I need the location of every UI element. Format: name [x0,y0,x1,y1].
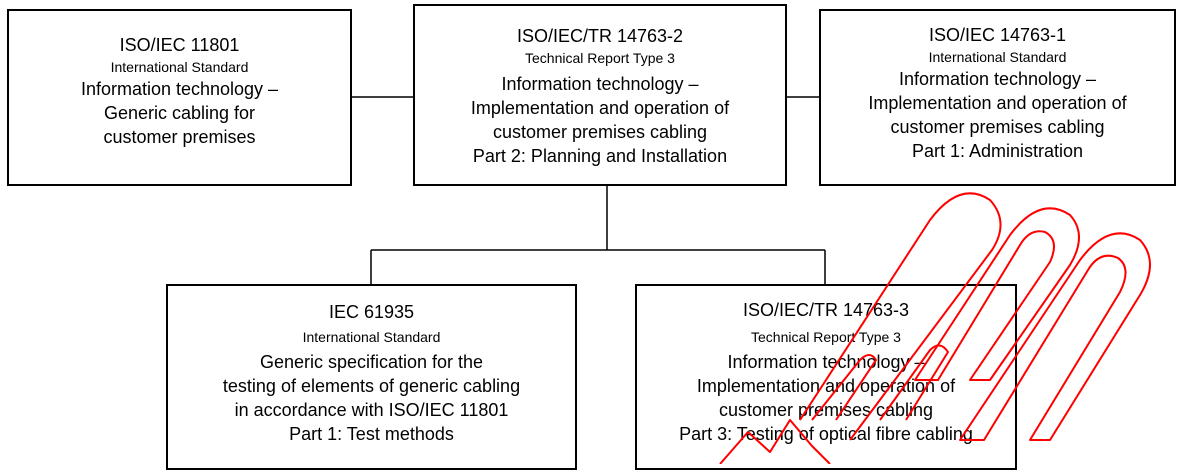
box-line: Generic cabling for [103,103,256,123]
box-iso-iec-tr-14763-3: ISO/IEC/TR 14763-3 Technical Report Type… [635,284,1017,470]
box-line: Part 1: Test methods [289,424,454,444]
box-id: ISO/IEC 11801 [119,35,240,55]
box-line: customer premises cabling [718,400,934,420]
box-line: Information technology – [501,74,699,94]
box-id: IEC 61935 [328,302,415,322]
box-id: ISO/IEC/TR 14763-3 [742,300,910,320]
box-line: Generic specification for the [259,352,484,372]
box-iso-iec-11801: ISO/IEC 11801 International Standard Inf… [7,9,352,186]
box-line: Part 3: Testing of optical fibre cabling [679,424,973,444]
box-iec-61935: IEC 61935 International Standard Generic… [166,284,577,470]
box-line: testing of elements of generic cabling [222,376,521,396]
box-type: Technical Report Type 3 [751,329,901,345]
box-id: ISO/IEC 14763-1 [928,25,1067,45]
box-line: Part 1: Administration [911,141,1084,161]
box-line: Implementation and operation of [868,93,1127,113]
box-type: Technical Report Type 3 [525,50,675,66]
box-line: Information technology – [898,69,1097,89]
box-line: Part 2: Planning and Installation [472,146,728,166]
box-line: Implementation and operation of [696,376,956,396]
box-line: Implementation and operation of [470,98,730,118]
box-line: customer premises cabling [492,122,708,142]
box-line: Information technology – [727,352,925,372]
box-line: customer premises cabling [890,117,1105,137]
box-line: in accordance with ISO/IEC 11801 [234,400,509,420]
box-iso-iec-14763-1: ISO/IEC 14763-1 International Standard I… [819,9,1176,186]
box-type: International Standard [302,329,441,345]
box-type: International Standard [110,59,249,75]
box-type: International Standard [928,49,1067,65]
box-line: Information technology – [80,79,279,99]
box-iso-iec-tr-14763-2: ISO/IEC/TR 14763-2 Technical Report Type… [413,4,787,186]
box-line: customer premises [103,127,256,147]
box-id: ISO/IEC/TR 14763-2 [516,26,684,46]
